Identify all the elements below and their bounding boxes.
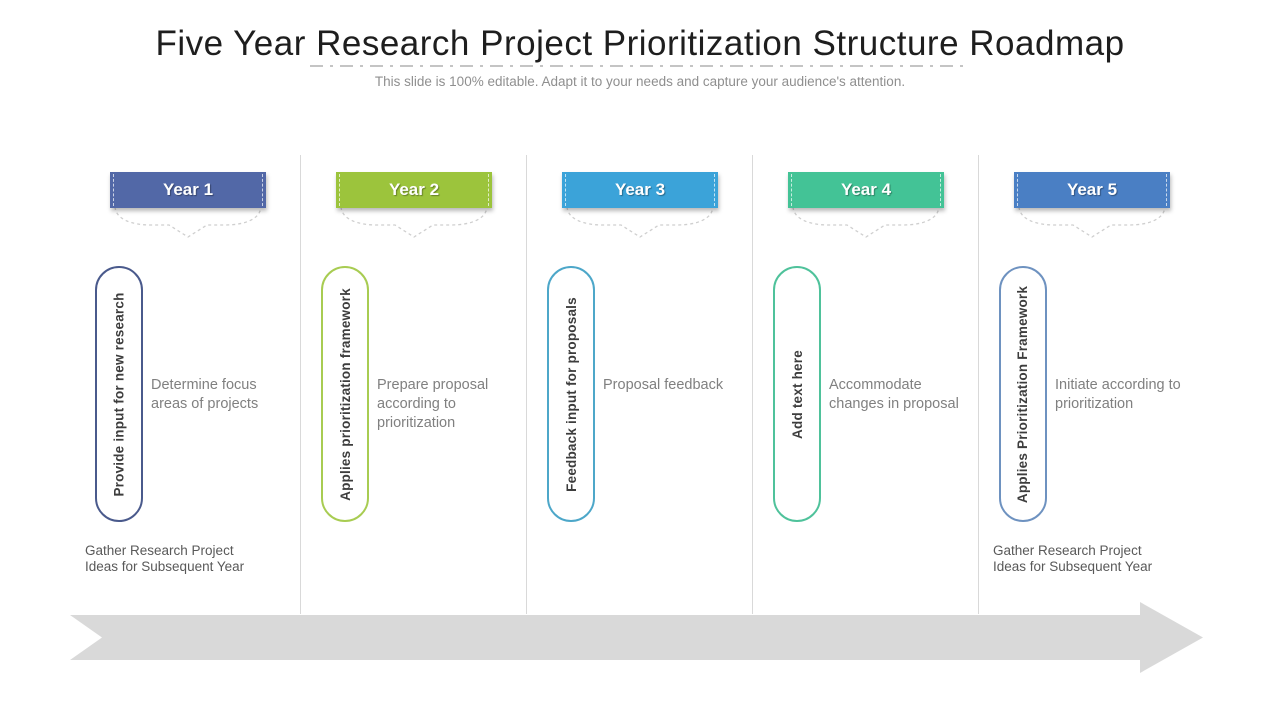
column-divider	[300, 155, 301, 614]
ribbon-fold-shape	[792, 206, 940, 238]
year4-banner-label: Year 4	[840, 180, 892, 199]
year3-column: Year 3 Feedback input for proposals Prop…	[527, 155, 753, 614]
year2-pill-label: Applies prioritization framework	[337, 287, 353, 501]
title-dash-dot-divider	[310, 65, 970, 67]
year2-column: Year 2 Applies prioritization framework …	[301, 155, 527, 614]
ribbon-fold-shape	[1018, 206, 1166, 238]
year1-pill-label: Provide input for new research	[111, 291, 127, 497]
year2-banner: Year 2	[336, 172, 492, 208]
year4-column: Year 4 Add text here Accommodate changes…	[753, 155, 979, 614]
year2-description: Prepare proposal according to prioritiza…	[377, 377, 489, 431]
ribbon-fold-shape	[114, 206, 262, 238]
year5-banner: Year 5	[1014, 172, 1170, 208]
year3-pill: Feedback input for proposals	[547, 266, 595, 522]
ribbon-fold-shape	[566, 206, 714, 238]
year1-description: Determine focus areas of projects	[151, 377, 259, 412]
year4-banner: Year 4	[788, 172, 944, 208]
year2-banner-label: Year 2	[388, 180, 440, 199]
year1-pill: Provide input for new research	[95, 266, 143, 522]
year3-description: Proposal feedback	[603, 377, 724, 393]
year5-pill-label: Applies Prioritization Framework	[1015, 285, 1031, 503]
year3-banner-label: Year 3	[614, 180, 666, 199]
year1-bottom-note: Gather Research Project Ideas for Subseq…	[85, 543, 245, 574]
year5-description: Initiate according to prioritization	[1055, 377, 1181, 412]
year3-banner: Year 3	[562, 172, 718, 208]
ribbon-fold-shape	[340, 206, 488, 238]
year5-banner-label: Year 5	[1066, 180, 1118, 199]
year5-pill: Applies Prioritization Framework	[999, 266, 1047, 522]
year4-description: Accommodate changes in proposal	[829, 377, 959, 412]
year4-pill: Add text here	[773, 266, 821, 522]
timeline-arrow	[70, 602, 1203, 673]
column-divider	[978, 155, 979, 614]
year5-column: Year 5 Applies Prioritization Framework …	[979, 155, 1205, 614]
column-divider	[752, 155, 753, 614]
subtitle: This slide is 100% editable. Adapt it to…	[374, 74, 906, 89]
year2-pill: Applies prioritization framework	[321, 266, 369, 522]
year3-pill-label: Feedback input for proposals	[563, 296, 579, 492]
year1-column: Year 1 Provide input for new research De…	[75, 155, 301, 614]
year4-pill-label: Add text here	[789, 349, 805, 439]
page-title: Five Year Research Project Prioritizatio…	[155, 24, 1125, 63]
year1-banner: Year 1	[110, 172, 266, 208]
year5-bottom-note: Gather Research Project Ideas for Subseq…	[993, 543, 1153, 574]
year1-banner-label: Year 1	[162, 180, 214, 199]
column-divider	[526, 155, 527, 614]
roadmap-columns: Year 1 Provide input for new research De…	[75, 155, 1205, 614]
